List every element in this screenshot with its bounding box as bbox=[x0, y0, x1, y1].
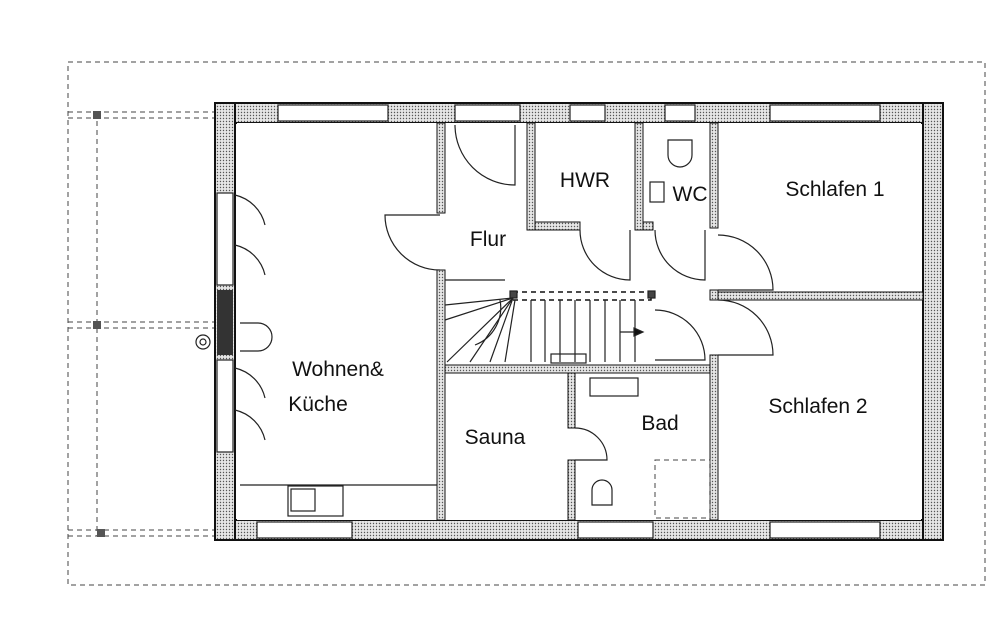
room-label-schlafen-2: Schlafen 2 bbox=[768, 395, 868, 418]
room-label-kueche: Küche bbox=[288, 393, 348, 416]
room-label-sauna: Sauna bbox=[464, 426, 526, 449]
doors bbox=[234, 124, 774, 461]
interior-walls bbox=[217, 122, 924, 521]
fixtures bbox=[195, 139, 711, 519]
room-label-flur: Flur bbox=[469, 228, 507, 251]
room-label-bad: Bad bbox=[641, 412, 679, 435]
room-label-hwr: HWR bbox=[559, 169, 611, 192]
windows bbox=[216, 104, 881, 539]
room-label-wohnen: Wohnen& bbox=[292, 358, 384, 381]
room-label-wc: WC bbox=[672, 183, 708, 206]
staircase bbox=[444, 279, 656, 364]
room-label-schlafen-1: Schlafen 1 bbox=[785, 178, 885, 201]
